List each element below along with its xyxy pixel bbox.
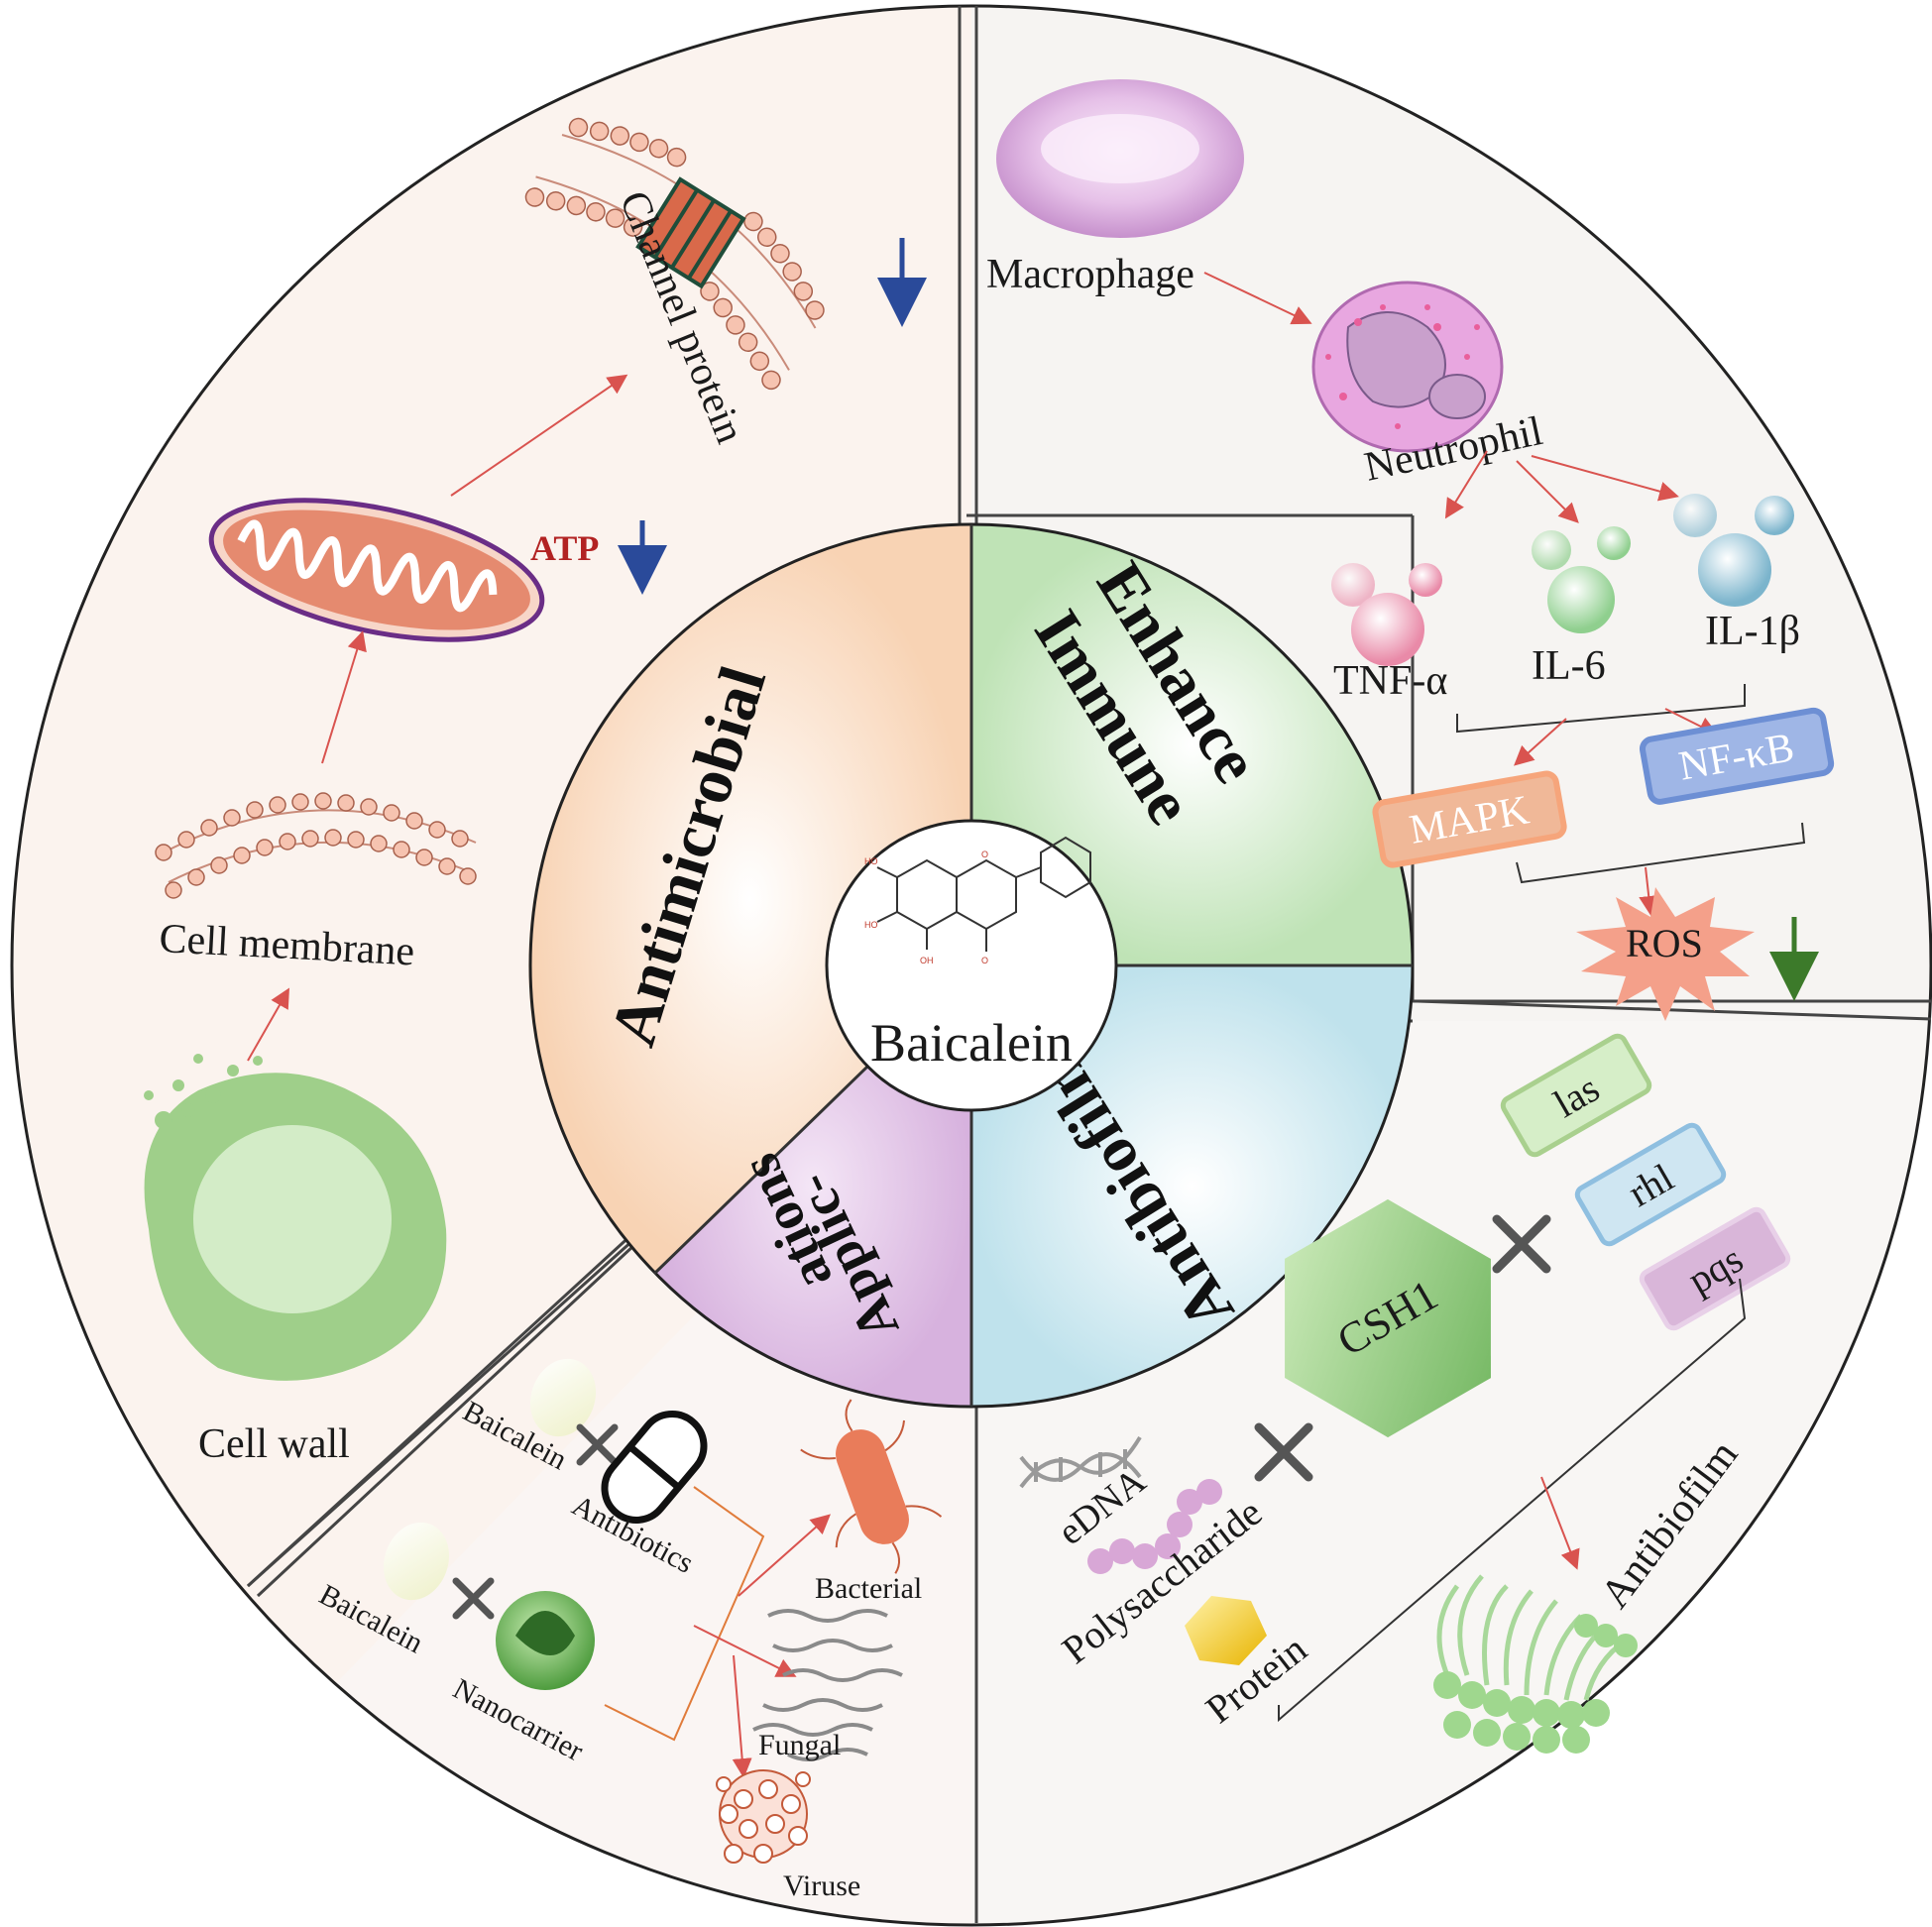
protein-icon — [1185, 1596, 1267, 1665]
arrow-wall-to-membrane — [247, 987, 289, 1062]
label-il1b: IL-1β — [1705, 609, 1800, 654]
x-mark-antibiotics — [576, 1423, 619, 1466]
mapk-box: MAPK — [1372, 770, 1567, 868]
mitochondrion — [208, 498, 545, 642]
las-box: las — [1500, 1033, 1652, 1158]
edna-icon — [1019, 1435, 1142, 1489]
virus-icon — [716, 1769, 811, 1864]
svg-text:HO: HO — [864, 920, 878, 930]
baicalein-pill-1 — [529, 1358, 597, 1437]
nfkb-box: NF-κB — [1639, 707, 1835, 805]
label-atp: ATP — [530, 528, 599, 568]
capsule-icon — [601, 1411, 708, 1524]
svg-text:HO: HO — [864, 856, 878, 866]
label-bacterial: Bacterial — [815, 1572, 922, 1605]
label-macrophage: Macrophage — [986, 252, 1194, 297]
center-molecule: HO HO OH O O Baicalein — [825, 819, 1118, 1112]
svg-text:O: O — [981, 956, 988, 965]
label-viruse: Viruse — [783, 1870, 860, 1902]
csh1-hexagon: CSH1 — [1285, 1198, 1491, 1438]
immune-panel: Macrophage Neutrophil TNF-α — [986, 79, 1835, 1021]
neutrophil-icon — [1311, 281, 1504, 453]
x-mark-matrix — [1254, 1422, 1313, 1482]
polysaccharide-icon — [1087, 1479, 1222, 1574]
svg-text:OH: OH — [920, 956, 934, 965]
label-tnf: TNF-α — [1333, 658, 1447, 704]
label-ros: ROS — [1626, 921, 1703, 965]
arrow-macrophage-to-neutrophil — [1203, 272, 1312, 325]
label-fungal: Fungal — [758, 1729, 841, 1761]
biofilm-icon — [1433, 1574, 1638, 1754]
cell-wall-icon — [144, 1054, 447, 1381]
x-mark-qs — [1492, 1214, 1551, 1274]
label-cell-wall: Cell wall — [198, 1421, 350, 1467]
nanocarrier-icon — [496, 1591, 595, 1690]
center-title: Baicalein — [870, 1013, 1073, 1073]
il1b-bubbles — [1673, 494, 1794, 607]
fungal-icon — [752, 1609, 903, 1761]
outer-circle — [10, 4, 1932, 1927]
x-mark-nanocarrier — [452, 1577, 495, 1620]
channel-protein-membrane — [524, 117, 825, 391]
cell-membrane-icon — [155, 792, 477, 899]
bacterium-icon — [800, 1399, 943, 1574]
il6-bubbles — [1532, 526, 1631, 633]
tnf-bubbles — [1331, 563, 1442, 666]
arrow-membrane-to-mito — [321, 630, 367, 764]
svg-text:O: O — [981, 850, 988, 859]
pqs-box: pqs — [1639, 1206, 1791, 1331]
label-il6: IL-6 — [1532, 643, 1606, 689]
arrow-mito-to-channel — [450, 374, 628, 497]
rhl-box: rhl — [1574, 1122, 1727, 1247]
baicalein-pill-2 — [383, 1522, 450, 1601]
ros-burst — [1576, 887, 1755, 1021]
antimicrobial-panel: Channel protein ATP — [144, 117, 927, 1467]
